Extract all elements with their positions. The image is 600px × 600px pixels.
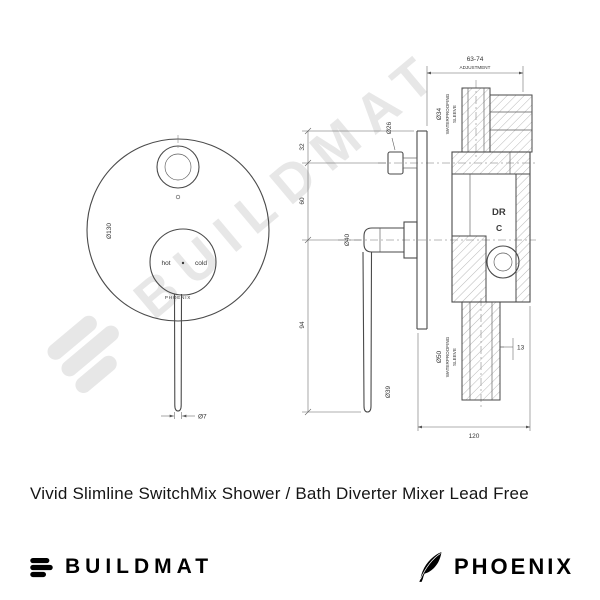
lever-hub-diameter-label: Ø39 — [385, 385, 392, 398]
buildmat-logo-text: BUILDMAT — [65, 555, 214, 578]
bottom-sleeve-label-2: SLEEVE — [452, 348, 457, 366]
offset-dim-label: 13 — [517, 345, 525, 352]
buildmat-watermark-icon — [47, 315, 119, 393]
body-cast-mark-dr: DR — [492, 207, 506, 218]
lever-tip-diameter-label: Ø7 — [198, 414, 207, 421]
hot-label: hot — [161, 260, 170, 267]
height-dim-mid-label: 60 — [299, 197, 306, 205]
bottom-sleeve-label-1: WATERPROOFING — [445, 336, 450, 377]
front-view-drawing: hot cold PHOENIX Ø130 Ø7 — [86, 135, 270, 421]
top-sleeve-diameter-label: Ø34 — [436, 107, 443, 120]
adjustment-value-label: 63-74 — [467, 56, 484, 63]
knob-diameter-label: Ø26 — [386, 121, 393, 134]
technical-drawing: hot cold PHOENIX Ø130 Ø7 — [86, 56, 536, 440]
buildmat-watermark: BUILDMAT — [31, 30, 462, 411]
adjustment-text-label: ADJUSTMENT — [460, 65, 491, 70]
plate-diameter-label: Ø130 — [106, 223, 113, 239]
phoenix-logo-text: PHOENIX — [453, 554, 574, 579]
phoenix-feather-icon — [419, 552, 442, 582]
top-sleeve-label-2: SLEEVE — [452, 105, 457, 123]
phoenix-logo: PHOENIX — [416, 551, 574, 583]
buildmat-logo: BUILDMAT — [28, 554, 213, 581]
body-cast-mark-c: C — [496, 223, 502, 233]
side-view-drawing: DR C 63-74 ADJUSTMENT Ø26 Ø34 WATERPROOF… — [299, 56, 536, 440]
footer-brand-bar: BUILDMAT PHOENIX — [28, 547, 574, 587]
product-title: Vivid Slimline SwitchMix Shower / Bath D… — [30, 484, 529, 503]
height-dim-bottom-label: 94 — [299, 321, 306, 329]
depth-dim-label: 120 — [469, 433, 480, 440]
buildmat-logo-icon — [30, 557, 53, 577]
height-dim-top-label: 32 — [299, 143, 306, 151]
top-sleeve-label-1: WATERPROOFING — [445, 93, 450, 134]
bottom-sleeve-diameter-label: Ø50 — [436, 350, 443, 363]
plate-brand-mark: PHOENIX — [165, 295, 191, 300]
cold-label: cold — [195, 260, 207, 267]
